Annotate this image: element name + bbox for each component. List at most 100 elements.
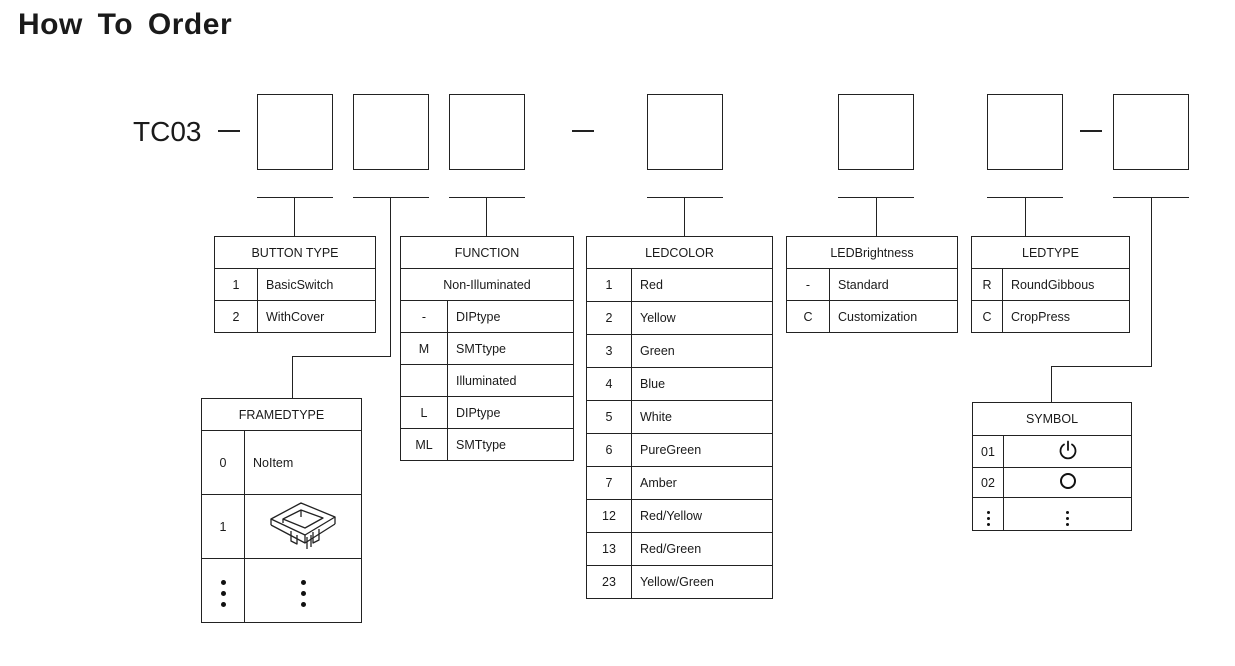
code-slot-led-type[interactable] — [987, 94, 1063, 170]
group-label: Non-Illuminated — [400, 268, 574, 301]
table-header: BUTTON TYPE — [214, 236, 376, 269]
more-options-dots — [972, 497, 1004, 531]
option-label: SMTtype — [447, 428, 574, 461]
table-row[interactable]: - DIPtype — [400, 300, 574, 333]
table-row[interactable]: - Standard — [786, 268, 958, 301]
function-table: FUNCTION Non-Illuminated - DIPtype M SMT… — [400, 236, 574, 461]
option-code: 0 — [201, 430, 245, 495]
option-code: 6 — [586, 433, 632, 467]
option-code: 4 — [586, 367, 632, 401]
option-code: 2 — [586, 301, 632, 335]
framed-type-table: FRAMEDTYPE 0 NoItem 1 — [201, 398, 362, 623]
code-slot-function[interactable] — [449, 94, 525, 170]
option-code: - — [786, 268, 830, 301]
connector-line — [292, 356, 294, 399]
option-code: 1 — [586, 268, 632, 302]
table-row[interactable]: L DIPtype — [400, 396, 574, 429]
table-header: LEDCOLOR — [586, 236, 773, 269]
led-type-table: LEDTYPE R RoundGibbous C CropPress — [971, 236, 1130, 333]
option-code: C — [971, 300, 1003, 333]
square-frame-icon — [270, 502, 336, 549]
table-header: FRAMEDTYPE — [201, 398, 362, 431]
table-row[interactable]: 1 BasicSwitch — [214, 268, 376, 301]
connector-line — [1051, 366, 1152, 368]
more-options-dots — [201, 558, 245, 623]
symbol-table: SYMBOL 01 02 — [972, 402, 1132, 531]
table-row[interactable]: 02 — [972, 467, 1132, 498]
option-label: Green — [631, 334, 773, 368]
connector-line — [1051, 366, 1053, 403]
table-row[interactable]: 2 WithCover — [214, 300, 376, 333]
table-header: LEDTYPE — [971, 236, 1130, 269]
connector-line — [684, 197, 686, 237]
option-label: Red/Green — [631, 532, 773, 566]
table-row[interactable]: 01 — [972, 435, 1132, 468]
connector-line — [292, 356, 391, 358]
connector-line — [876, 197, 878, 237]
page-title: How To Order — [18, 8, 233, 41]
table-row[interactable]: C Customization — [786, 300, 958, 333]
table-row[interactable]: 0 NoItem — [201, 430, 362, 495]
button-type-table: BUTTON TYPE 1 BasicSwitch 2 WithCover — [214, 236, 376, 333]
option-code: 1 — [214, 268, 258, 301]
option-code: M — [400, 332, 448, 365]
option-label: Red/Yellow — [631, 499, 773, 533]
frame-image-cell — [244, 494, 362, 559]
table-header: SYMBOL — [972, 402, 1132, 436]
option-code: 23 — [586, 565, 632, 599]
code-slot-symbol[interactable] — [1113, 94, 1189, 170]
connector-line — [390, 197, 392, 357]
power-icon — [1059, 440, 1076, 460]
option-label: Red — [631, 268, 773, 302]
option-code: - — [400, 300, 448, 333]
more-options-dots — [1003, 497, 1132, 531]
option-label: White — [631, 400, 773, 434]
code-slot-button-type[interactable] — [257, 94, 333, 170]
option-code: R — [971, 268, 1003, 301]
option-label: Standard — [829, 268, 958, 301]
symbol-cell — [1003, 467, 1132, 498]
table-row — [201, 558, 362, 623]
table-row[interactable]: M SMTtype — [400, 332, 574, 365]
table-row — [972, 497, 1132, 531]
option-code: 5 — [586, 400, 632, 434]
option-code: 7 — [586, 466, 632, 500]
option-label: Customization — [829, 300, 958, 333]
option-label: CropPress — [1002, 300, 1130, 333]
option-label: BasicSwitch — [257, 268, 376, 301]
table-header: LEDBrightness — [786, 236, 958, 269]
option-code: 2 — [214, 300, 258, 333]
option-label: DIPtype — [447, 300, 574, 333]
option-code: 02 — [972, 467, 1004, 498]
connector-line — [486, 197, 488, 237]
code-slot-led-brightness[interactable] — [838, 94, 914, 170]
code-slot-led-color[interactable] — [647, 94, 723, 170]
code-prefix: TC03 — [133, 116, 202, 147]
ring-icon — [1059, 473, 1076, 489]
table-row[interactable]: R RoundGibbous — [971, 268, 1130, 301]
option-code: 01 — [972, 435, 1004, 468]
option-label: Amber — [631, 466, 773, 500]
option-label: DIPtype — [447, 396, 574, 429]
option-label: SMTtype — [447, 332, 574, 365]
option-label: NoItem — [244, 430, 362, 495]
table-row[interactable]: C CropPress — [971, 300, 1130, 333]
table-row[interactable]: 1 — [201, 494, 362, 559]
symbol-cell — [1003, 435, 1132, 468]
code-slot-framed-type[interactable] — [353, 94, 429, 170]
option-label: Yellow/Green — [631, 565, 773, 599]
table-row[interactable]: ML SMTtype — [400, 428, 574, 461]
connector-line — [1151, 197, 1153, 367]
option-code: 1 — [201, 494, 245, 559]
